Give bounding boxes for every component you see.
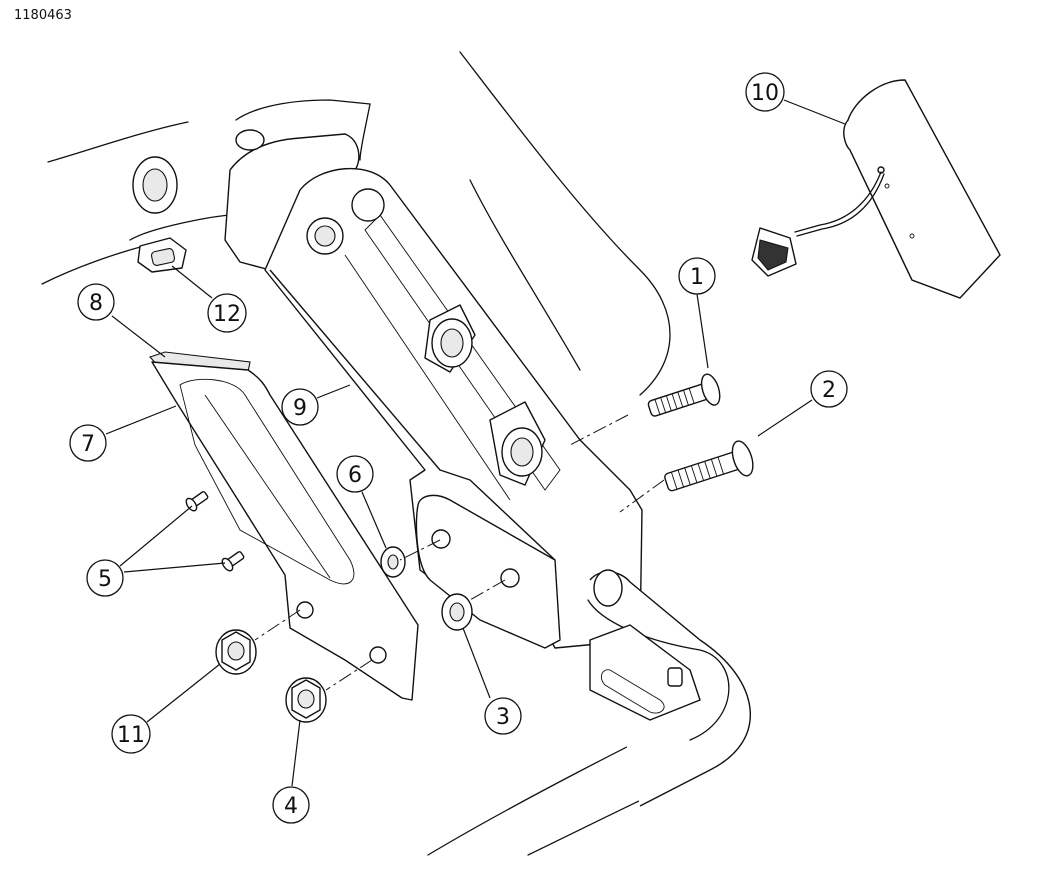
svg-text:4: 4 xyxy=(284,794,298,819)
svg-text:2: 2 xyxy=(822,378,836,403)
sensor-part-10 xyxy=(751,79,1001,299)
callout-10: 10 xyxy=(745,72,785,112)
svg-text:1: 1 xyxy=(690,265,704,290)
svg-text:3: 3 xyxy=(496,705,510,730)
svg-text:12: 12 xyxy=(213,302,241,327)
svg-text:8: 8 xyxy=(89,291,103,316)
svg-text:9: 9 xyxy=(293,396,307,421)
screws-part-5 xyxy=(185,491,245,572)
frame-bracket xyxy=(132,129,360,271)
svg-text:7: 7 xyxy=(81,432,95,457)
callout-5: 5 xyxy=(86,559,124,597)
svg-text:11: 11 xyxy=(117,723,145,748)
svg-text:6: 6 xyxy=(348,463,362,488)
callout-9: 9 xyxy=(281,388,319,426)
callout-1: 1 xyxy=(678,257,716,295)
flange-nut-part-11 xyxy=(215,629,257,675)
assembly-axes xyxy=(254,414,665,691)
callout-6: 6 xyxy=(336,455,374,493)
washer-part-3 xyxy=(441,593,473,631)
callout-7: 7 xyxy=(69,424,107,462)
heat-shield-part-7 xyxy=(151,361,419,701)
callout-3: 3 xyxy=(484,697,522,735)
washer-part-6 xyxy=(380,546,406,578)
callout-11: 11 xyxy=(111,714,151,754)
leader-lines xyxy=(105,99,846,787)
bolt-part-2 xyxy=(664,440,754,492)
callout-4: 4 xyxy=(272,786,310,824)
drawing-number: 1180463 xyxy=(14,8,72,23)
bolt-part-1 xyxy=(647,373,721,417)
svg-text:10: 10 xyxy=(751,81,779,106)
svg-text:5: 5 xyxy=(98,567,112,592)
callout-2: 2 xyxy=(810,370,848,408)
callout-8: 8 xyxy=(77,283,115,321)
stud-fitting-part-12 xyxy=(137,237,187,273)
callout-12: 12 xyxy=(207,293,247,333)
flange-nut-part-4 xyxy=(285,677,327,723)
lower-rail xyxy=(587,569,751,807)
mounting-bracket-part-9 xyxy=(264,167,643,649)
